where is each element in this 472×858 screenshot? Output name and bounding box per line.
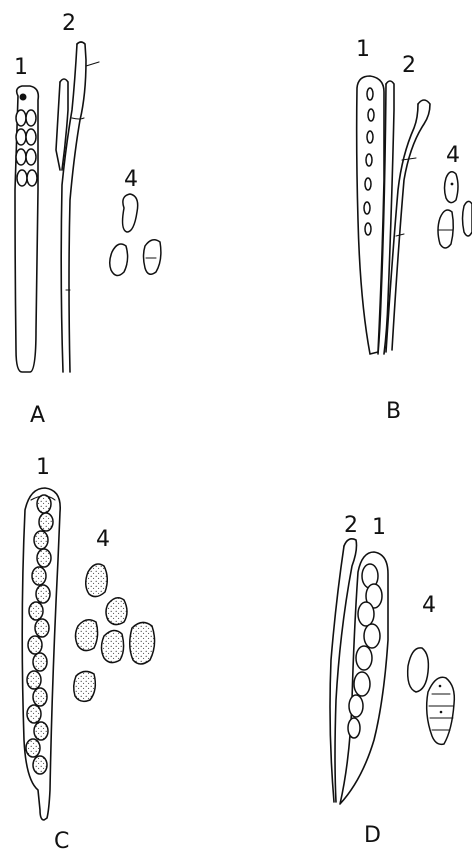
- panel-c-spores: [74, 564, 155, 701]
- panel-c-label-1: 1: [36, 455, 50, 480]
- panel-a-label-4: 4: [124, 167, 138, 192]
- panel-d-title: D: [364, 823, 381, 848]
- panel-d-label-2: 2: [344, 513, 358, 538]
- panel-c-ascus: [22, 488, 60, 820]
- panel-c: 1 4 C: [22, 455, 154, 854]
- panel-c-label-4: 4: [96, 527, 110, 552]
- panel-a-ascus: [15, 86, 38, 372]
- panel-b: 1 2 4 B: [356, 37, 472, 424]
- panel-a-ascospores: [16, 110, 37, 186]
- panel-a-label-2: 2: [62, 11, 76, 36]
- panel-b-spores: [438, 172, 472, 248]
- panel-d-label-1: 1: [372, 515, 386, 540]
- panel-b-label-1: 1: [356, 37, 370, 62]
- panel-b-label-4: 4: [446, 143, 460, 168]
- panel-a-label-1: 1: [14, 55, 28, 80]
- panel-d: 2 1 4 D: [330, 513, 454, 848]
- panel-a-spores: [110, 194, 161, 276]
- panel-d-label-4: 4: [422, 593, 436, 618]
- panel-d-spores: [408, 648, 455, 745]
- panel-a: 1 2 4 A: [14, 11, 161, 428]
- panel-b-paraphyses: [378, 81, 430, 354]
- panel-b-title: B: [386, 399, 401, 424]
- panel-b-label-2: 2: [402, 53, 416, 78]
- panel-a-paraphyses: [56, 42, 99, 372]
- panel-c-ascospores: [26, 495, 53, 774]
- panel-c-title: C: [54, 829, 69, 854]
- panel-b-ascospores: [364, 88, 374, 235]
- panel-a-title: A: [30, 403, 45, 428]
